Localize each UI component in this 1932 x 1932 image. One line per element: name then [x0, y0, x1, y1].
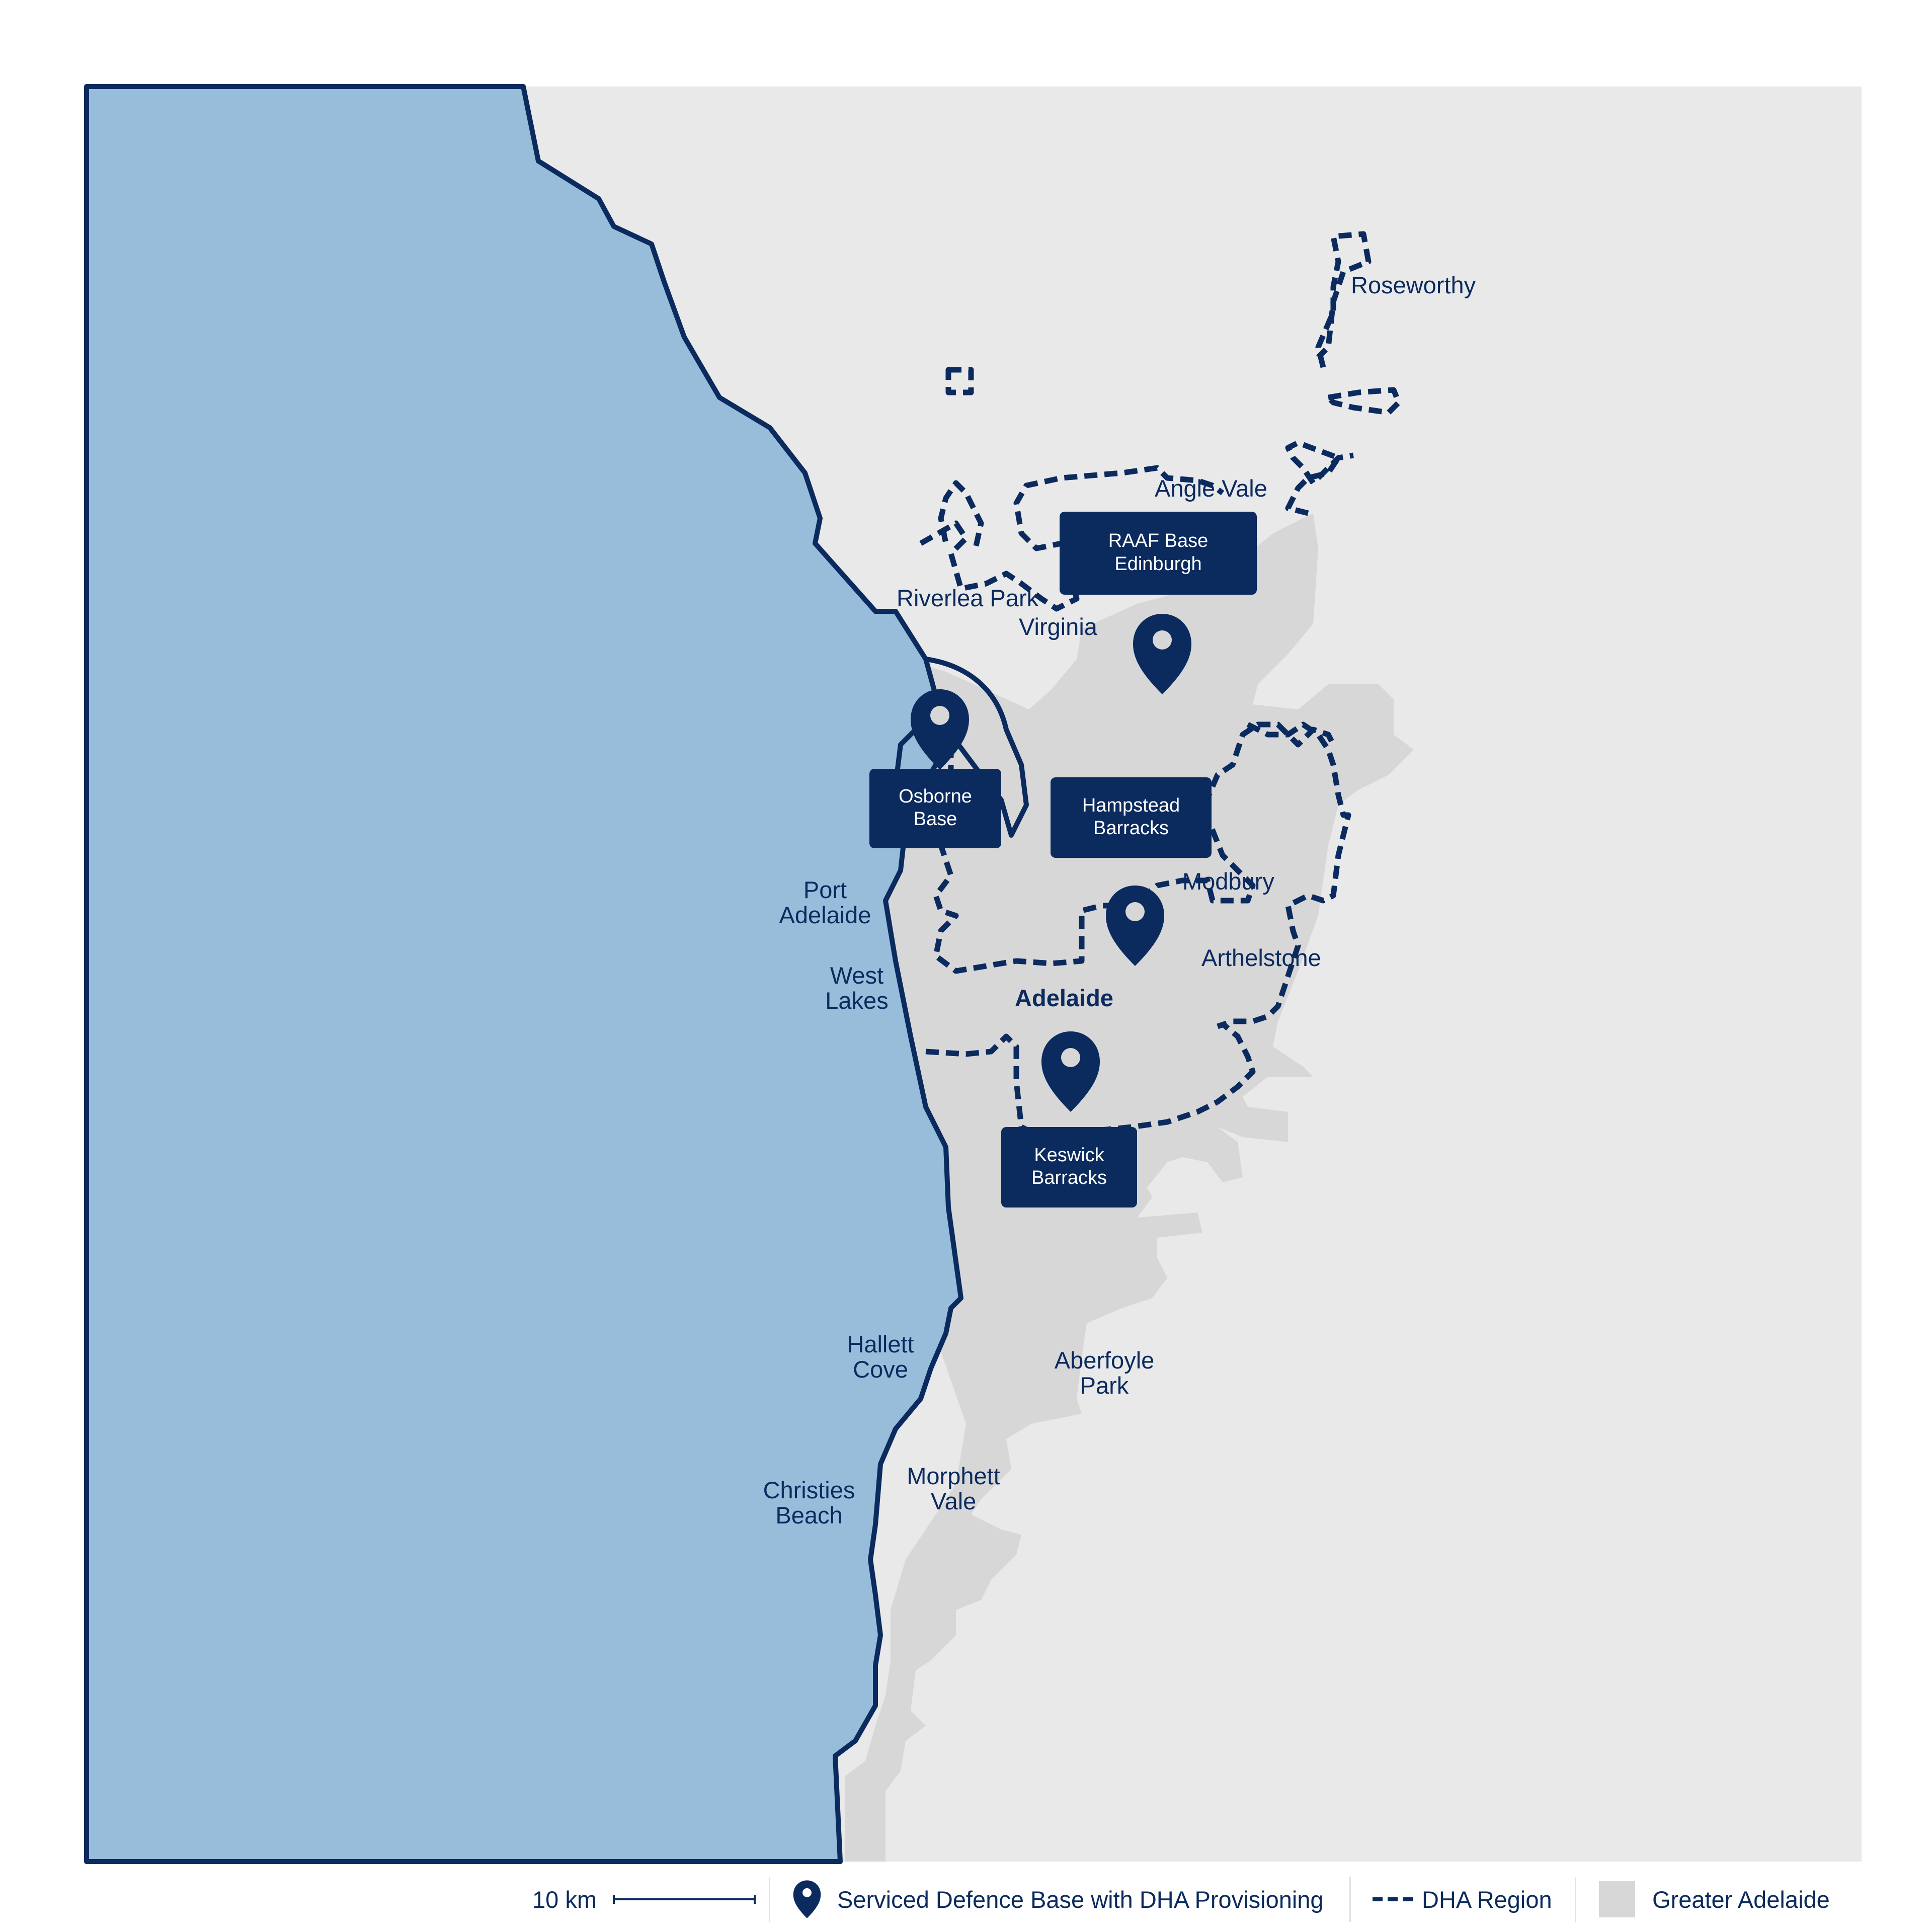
place-label-morphett-vale-line2: Vale — [931, 1488, 977, 1514]
base-label-hampstead-line1: Hampstead — [1082, 795, 1180, 816]
place-label-aberfoyle-park-line2: Park — [1080, 1372, 1129, 1399]
dha-region-roseworthy — [1315, 231, 1372, 368]
legend-divider — [1575, 1877, 1576, 1922]
place-label-adelaide: Adelaide — [1015, 985, 1113, 1011]
place-label-morphett-vale-line1: Morphett — [907, 1463, 1000, 1489]
dha-region-east — [1217, 721, 1351, 1029]
place-label-riverlea-park: Riverlea Park — [897, 585, 1039, 611]
legend-greater-adelaide-label: Greater Adelaide — [1652, 1886, 1830, 1913]
base-label-keswick-line2: Barracks — [1031, 1167, 1107, 1188]
place-label-modbury: Modbury — [1182, 868, 1274, 895]
base-label-keswick-line1: Keswick — [1034, 1145, 1104, 1166]
place-label-christies-beach-line2: Beach — [775, 1502, 842, 1528]
place-label-aberfoyle-park-line1: Aberfoyle — [1055, 1347, 1155, 1374]
place-label-arthelstone: Arthelstone — [1201, 944, 1321, 971]
base-label-osborne[interactable]: Osborne Base — [869, 769, 1001, 848]
place-label-angle-vale: Angle Vale — [1155, 475, 1267, 502]
map-pin-icon-edinburgh[interactable] — [1133, 614, 1191, 694]
map-pin-icon-keswick[interactable] — [1041, 1031, 1100, 1112]
dha-region-central — [933, 721, 1336, 974]
legend-dha-region-label: DHA Region — [1422, 1886, 1552, 1913]
place-label-port-adelaide-line2: Adelaide — [779, 902, 871, 928]
base-label-edinburgh[interactable]: RAAF Base Edinburgh — [1060, 512, 1257, 595]
legend-greater-adelaide: Greater Adelaide — [1599, 1872, 1830, 1927]
dashed-line-icon — [1373, 1897, 1413, 1901]
map-pin-icon — [793, 1880, 821, 1918]
place-label-roseworthy: Roseworthy — [1351, 272, 1476, 298]
place-label-west-lakes-line1: West — [830, 962, 883, 989]
place-label-virginia: Virginia — [1019, 613, 1098, 640]
legend-divider — [1349, 1877, 1351, 1922]
base-label-hampstead[interactable]: Hampstead Barracks — [1051, 777, 1212, 858]
legend-divider — [769, 1877, 770, 1922]
place-label-hallett-cove-line1: Hallett — [847, 1331, 914, 1357]
greater-adelaide-swatch — [1599, 1881, 1635, 1917]
map-pin-icon-hampstead[interactable] — [1106, 886, 1164, 966]
legend-scale-label: 10 km — [532, 1886, 597, 1913]
place-label-hallett-cove-line2: Cove — [853, 1356, 908, 1383]
scale-bar-icon — [613, 1895, 756, 1904]
map-pin-icon-osborne[interactable] — [911, 689, 969, 770]
base-label-edinburgh-line1: RAAF Base — [1108, 530, 1209, 551]
sea-area — [84, 84, 963, 1864]
dha-region-small — [945, 367, 974, 395]
legend-dha-region: DHA Region — [1373, 1872, 1552, 1927]
dha-region-roseworthy-south — [1325, 387, 1402, 416]
dha-region-angle-vale — [1285, 440, 1354, 516]
base-label-keswick[interactable]: Keswick Barracks — [1001, 1127, 1137, 1208]
legend-base-marker-label: Serviced Defence Base with DHA Provision… — [837, 1886, 1324, 1913]
legend-base-marker: Serviced Defence Base with DHA Provision… — [792, 1872, 1324, 1927]
map-legend: 10 km Serviced Defence Base with DHA Pro… — [503, 1872, 1892, 1927]
base-label-hampstead-line2: Barracks — [1093, 818, 1169, 839]
base-label-osborne-line1: Osborne — [899, 786, 972, 807]
base-label-edinburgh-line2: Edinburgh — [1114, 553, 1201, 575]
legend-scale: 10 km — [532, 1872, 758, 1927]
place-label-christies-beach-line1: Christies — [763, 1477, 855, 1503]
place-label-west-lakes-line2: Lakes — [825, 987, 888, 1014]
dha-region-north-west — [938, 480, 984, 547]
base-label-osborne-line2: Base — [914, 809, 957, 830]
place-label-port-adelaide-line1: Port — [803, 876, 847, 903]
